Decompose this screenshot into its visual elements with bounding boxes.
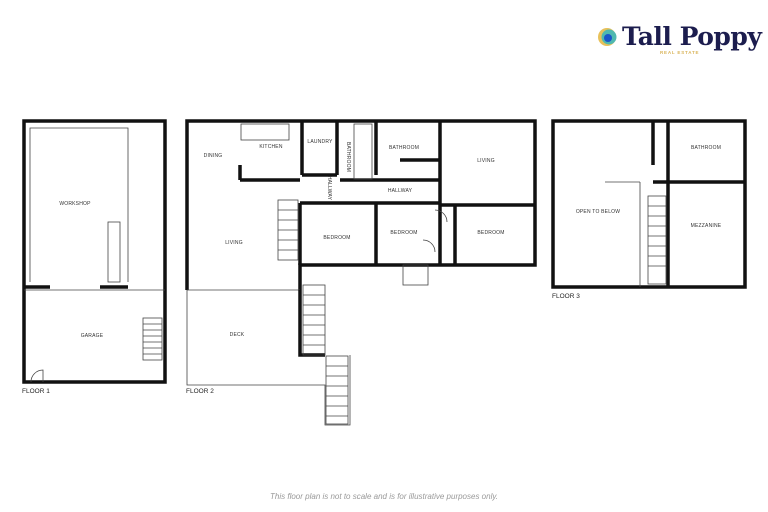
- floor-label: FLOOR 1: [22, 388, 50, 395]
- room-label: LAUNDRY: [307, 139, 333, 145]
- floor-1-plan: WORKSHOP GARAGE FLOOR 1: [22, 119, 167, 395]
- brand-tagline: REAL ESTATE: [660, 50, 700, 55]
- room-label: MEZZANINE: [691, 223, 722, 229]
- floor-3-plan: OPEN TO BELOW BATHROOM MEZZANINE FLOOR 3: [551, 119, 747, 300]
- room-label: WORKSHOP: [59, 201, 91, 207]
- disclaimer: This floor plan is not to scale and is f…: [270, 492, 498, 501]
- room-label: DECK: [230, 332, 245, 338]
- floor-label: FLOOR 2: [186, 388, 214, 395]
- room-label: LIVING: [477, 158, 495, 164]
- room-label: HALLWAY: [326, 176, 332, 201]
- floor-label: FLOOR 3: [552, 293, 580, 300]
- room-label: BEDROOM: [323, 235, 350, 241]
- room-label: BATHROOM: [691, 145, 721, 151]
- room-label: BEDROOM: [477, 230, 504, 236]
- room-label: BEDROOM: [390, 230, 417, 236]
- room-label: GARAGE: [81, 333, 104, 339]
- brand-name: Tall Poppy: [622, 22, 762, 51]
- room-label: BATHROOM: [389, 145, 419, 151]
- room-label: HALLWAY: [388, 188, 413, 194]
- room-label: BATHROOM: [345, 142, 351, 172]
- room-label: KITCHEN: [259, 144, 283, 150]
- room-label: DINING: [204, 153, 223, 159]
- floor-2-plan: DINING KITCHEN LAUNDRY BATHROOM BATHROOM…: [185, 119, 537, 426]
- room-label: OPEN TO BELOW: [576, 209, 620, 215]
- room-label: LIVING: [225, 240, 243, 246]
